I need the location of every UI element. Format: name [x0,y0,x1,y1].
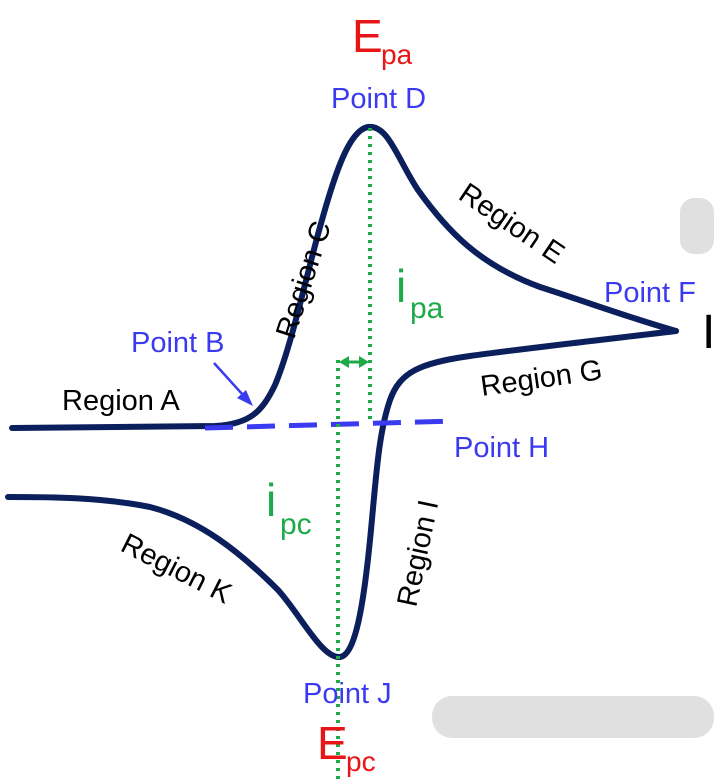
epc-label-main: E [317,717,348,769]
background-smudge-bottom [432,696,714,738]
ipc-label-sub: pc [280,508,312,541]
epa-label-main: E [352,10,383,62]
cut-off-edge-letter: I [702,306,714,359]
epc-label-sub: pc [346,746,376,777]
ipa-label-sub: pa [410,292,444,325]
region-e-label: Region E [453,177,570,270]
background-smudge-right [680,198,714,254]
region-c-label: Region C [270,217,338,342]
region-g-label: Region G [479,354,605,403]
point-j-label: Point J [303,678,392,710]
point-b-arrow-head [237,390,253,406]
region-i-label: Region I [392,497,446,609]
forward-scan-curve [9,123,679,431]
point-f-label: Point F [604,277,696,309]
peak-separation-arrow-left-head [339,356,349,368]
ipa-label-main: i [396,260,406,312]
reverse-scan-curve [5,328,679,660]
point-h-label: Point H [454,432,549,464]
point-b-arrow-line [213,362,244,396]
point-b-label: Point B [131,327,225,359]
epa-label-sub: pa [381,39,413,70]
point-d-label: Point D [331,83,426,115]
peak-separation-arrow-right-head [359,356,369,368]
region-a-label: Region A [62,385,180,417]
ipc-label-main: i [266,474,276,526]
